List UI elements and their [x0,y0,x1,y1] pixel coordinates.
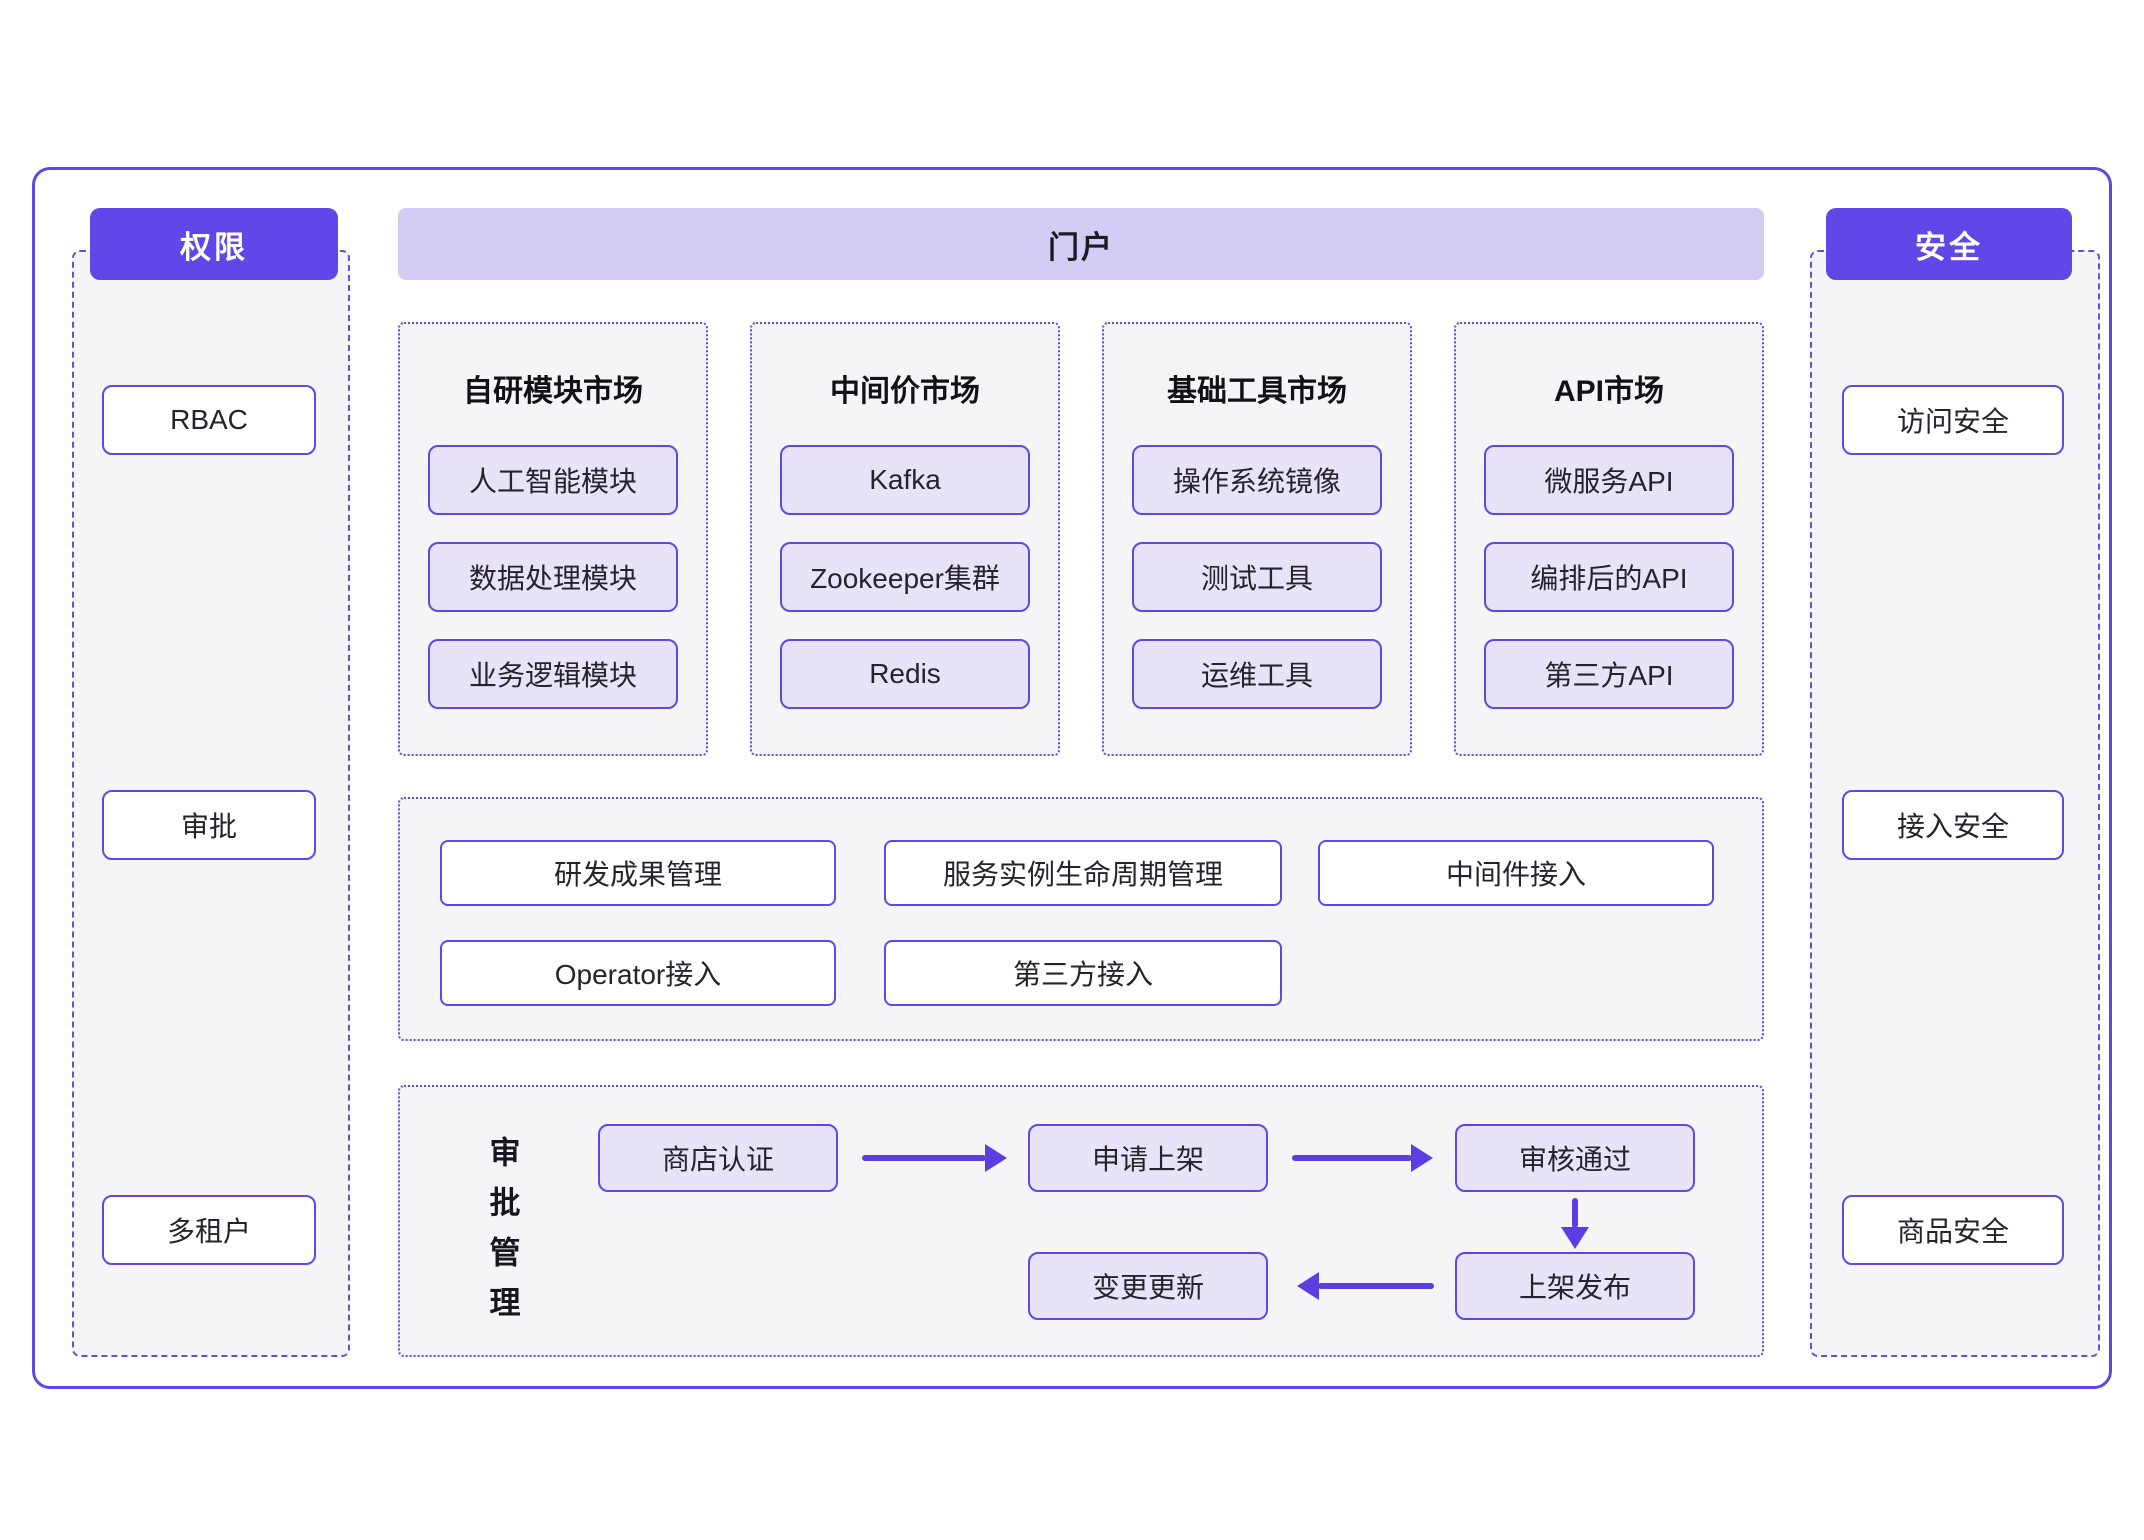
arrow-right-icon [862,1155,986,1161]
node-listing-release: 上架发布 [1455,1252,1695,1320]
node-change-update: 变更更新 [1028,1252,1268,1320]
node-redis: Redis [780,639,1030,709]
node-approval: 审批 [102,790,316,860]
portal-header: 门户 [398,208,1764,280]
node-data-processing-module: 数据处理模块 [428,542,678,612]
arrow-left-icon [1318,1283,1434,1289]
node-store-certification: 商店认证 [598,1124,838,1192]
node-service-instance-lifecycle: 服务实例生命周期管理 [884,840,1282,906]
approval-section-label: 审批管理 [484,1136,520,1336]
arrow-down-icon [1572,1198,1578,1228]
node-business-logic-module: 业务逻辑模块 [428,639,678,709]
node-operator-access: Operator接入 [440,940,836,1006]
node-middleware-access: 中间件接入 [1318,840,1714,906]
node-zookeeper-cluster: Zookeeper集群 [780,542,1030,612]
node-third-party-access: 第三方接入 [884,940,1282,1006]
market-title: API市场 [1553,375,1664,408]
market-title: 自研模块市场 [463,375,643,408]
node-kafka: Kafka [780,445,1030,515]
node-access-security: 访问安全 [1842,385,2064,455]
node-apply-listing: 申请上架 [1028,1124,1268,1192]
security-header: 安全 [1826,208,2072,280]
node-orchestrated-api: 编排后的API [1484,542,1734,612]
node-microservice-api: 微服务API [1484,445,1734,515]
node-integration-security: 接入安全 [1842,790,2064,860]
market-title: 中间价市场 [830,375,980,408]
node-rbac: RBAC [102,385,316,455]
node-review-passed: 审核通过 [1455,1124,1695,1192]
node-product-security: 商品安全 [1842,1195,2064,1265]
node-ai-module: 人工智能模块 [428,445,678,515]
node-ops-tools: 运维工具 [1132,639,1382,709]
arrow-right-icon [1292,1155,1412,1161]
node-rd-output-management: 研发成果管理 [440,840,836,906]
node-third-party-api: 第三方API [1484,639,1734,709]
permissions-header: 权限 [90,208,338,280]
node-test-tools: 测试工具 [1132,542,1382,612]
market-title: 基础工具市场 [1167,375,1347,408]
node-multi-tenant: 多租户 [102,1195,316,1265]
node-os-image: 操作系统镜像 [1132,445,1382,515]
